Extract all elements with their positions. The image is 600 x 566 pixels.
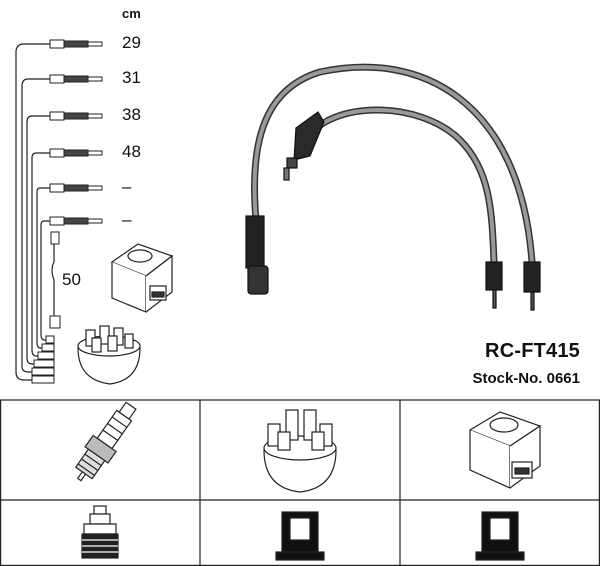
lead-length-5: –	[122, 177, 132, 196]
part-number: RC-FT415	[485, 340, 580, 362]
distributor-connector-icon	[275, 511, 325, 561]
coil-lead-length: 50	[62, 270, 81, 289]
length-unit: cm	[122, 6, 141, 21]
lead-connectors	[49, 39, 103, 329]
cable-boots	[245, 111, 541, 311]
bracket-terminals	[31, 335, 55, 384]
ignition-coil-table-icon	[468, 411, 542, 489]
distributor-cap-icon	[77, 325, 141, 385]
lead-length-3: 38	[122, 105, 141, 124]
lead-length-2: 31	[122, 68, 141, 87]
stock-number: Stock-No. 0661	[472, 370, 580, 387]
lead-schematic	[15, 43, 55, 381]
parts-table-grid	[0, 399, 600, 566]
lead-length-6: –	[122, 210, 132, 229]
cable-photo	[251, 63, 536, 266]
spark-plug-icon	[74, 401, 137, 482]
coil-connector-icon	[475, 511, 525, 561]
distributor-cap-table-icon	[263, 409, 337, 493]
ignition-coil-icon	[110, 243, 174, 313]
plug-connector-icon	[81, 505, 119, 559]
lead-length-4: 48	[122, 142, 141, 161]
lead-length-1: 29	[122, 33, 141, 52]
